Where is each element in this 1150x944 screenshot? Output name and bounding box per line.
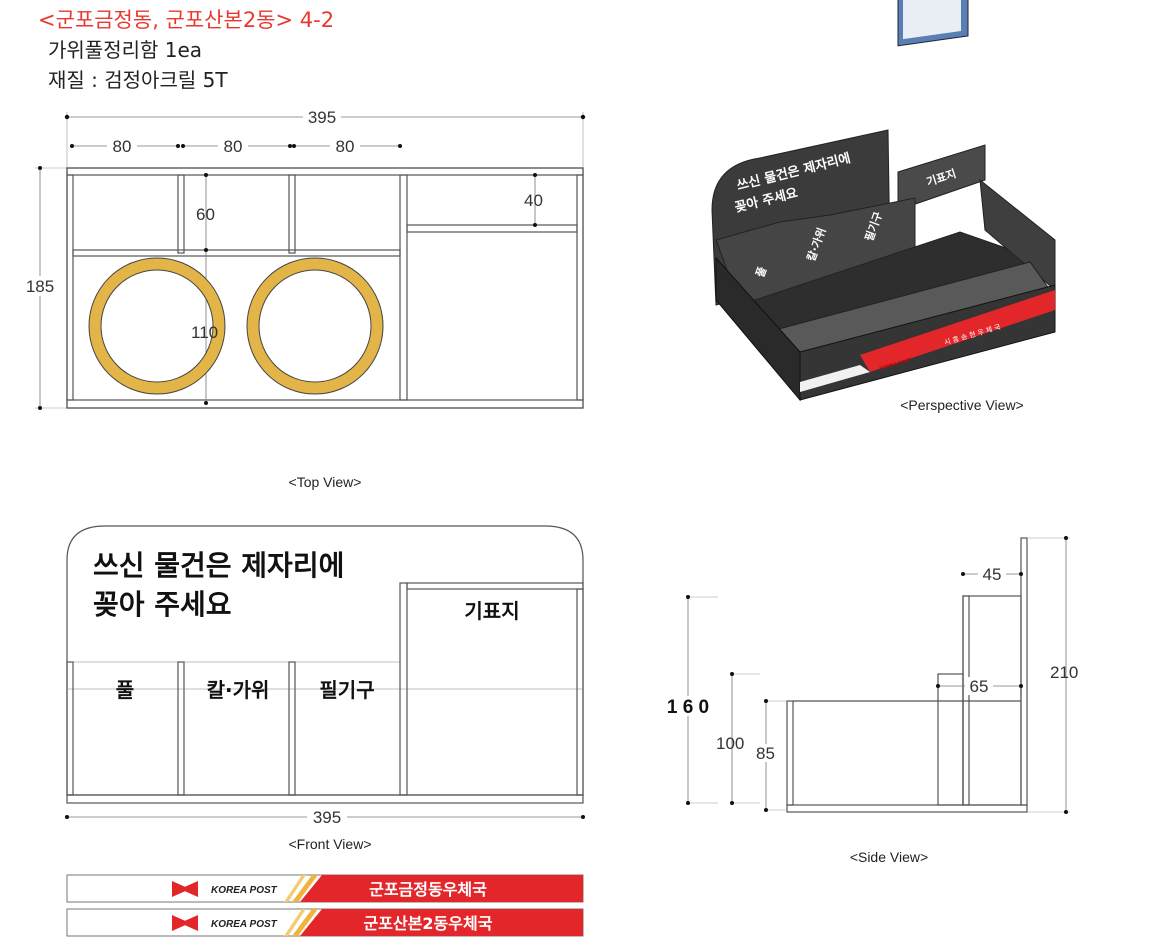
side-view-labels: 45 65 1 6 0 100 85 210 <Side View> bbox=[664, 565, 1078, 865]
banner-1: KOREA POST 군포금정동우체국 bbox=[66, 874, 584, 903]
top-dim-height: 185 bbox=[26, 277, 54, 296]
side-dim-160: 1 6 0 bbox=[667, 697, 709, 718]
perspective-view-caption: <Perspective View> bbox=[900, 397, 1023, 413]
perspective-label-glue: 풀 bbox=[754, 265, 770, 279]
side-dim-65: 65 bbox=[970, 677, 989, 696]
banner-1-office: 군포금정동우체국 bbox=[369, 880, 487, 899]
front-dim-total: 395 bbox=[313, 808, 341, 827]
banner-1-brand: KOREA POST bbox=[211, 885, 278, 896]
front-view-labels: 쓰신 물건은 제자리에 꽂아 주세요 풀 칼·가위 필기구 기표지 395 <F… bbox=[93, 549, 520, 852]
drawing-title: <군포금정동, 군포산본2동> 4-2 bbox=[38, 8, 335, 32]
banner-2: KOREA POST 군포산본2동우체국 bbox=[66, 908, 584, 937]
front-label-pen: 필기구 bbox=[319, 678, 374, 702]
front-label-form: 기표지 bbox=[464, 599, 519, 623]
front-view-caption: <Front View> bbox=[288, 836, 371, 852]
ring-holder-left bbox=[89, 258, 225, 394]
top-dim-40: 40 bbox=[524, 191, 543, 210]
top-view-caption: <Top View> bbox=[289, 474, 362, 490]
top-dim-seg2: 80 bbox=[224, 137, 243, 156]
side-dim-85: 85 bbox=[756, 744, 775, 763]
side-view-caption: <Side View> bbox=[850, 849, 928, 865]
top-dim-110: 110 bbox=[191, 323, 218, 342]
top-dim-60: 60 bbox=[196, 205, 215, 224]
front-view bbox=[65, 525, 585, 819]
perspective-view: 쓰신 물건은 제자리에 꽂아 주세요 풀 칼·가위 필기구 기표지 KOREA … bbox=[711, 0, 1056, 413]
top-view-labels: 395 80 80 80 185 60 40 110 <Top View> bbox=[22, 108, 543, 490]
front-label-glue: 풀 bbox=[116, 678, 134, 702]
front-label-knife: 칼·가위 bbox=[207, 678, 270, 702]
korea-post-logo-icon bbox=[172, 915, 198, 931]
front-sign-line1: 쓰신 물건은 제자리에 bbox=[93, 549, 344, 582]
material-description: 재질 : 검정아크릴 5T bbox=[48, 68, 228, 92]
top-dim-seg1: 80 bbox=[113, 137, 132, 156]
top-view bbox=[35, 112, 586, 410]
banner-2-office: 군포산본2동우체국 bbox=[364, 914, 493, 933]
side-view bbox=[686, 536, 1070, 814]
banner-2-brand: KOREA POST bbox=[211, 919, 278, 930]
side-dim-210: 210 bbox=[1050, 663, 1078, 682]
top-dim-seg3: 80 bbox=[336, 137, 355, 156]
item-description: 가위풀정리함 1ea bbox=[48, 38, 203, 62]
front-sign-line2: 꽂아 주세요 bbox=[93, 588, 232, 621]
side-dim-45: 45 bbox=[983, 565, 1002, 584]
side-dim-100: 100 bbox=[716, 734, 744, 753]
ring-holder-right bbox=[247, 258, 383, 394]
korea-post-logo-icon bbox=[172, 881, 198, 897]
top-dim-total: 395 bbox=[308, 108, 336, 127]
